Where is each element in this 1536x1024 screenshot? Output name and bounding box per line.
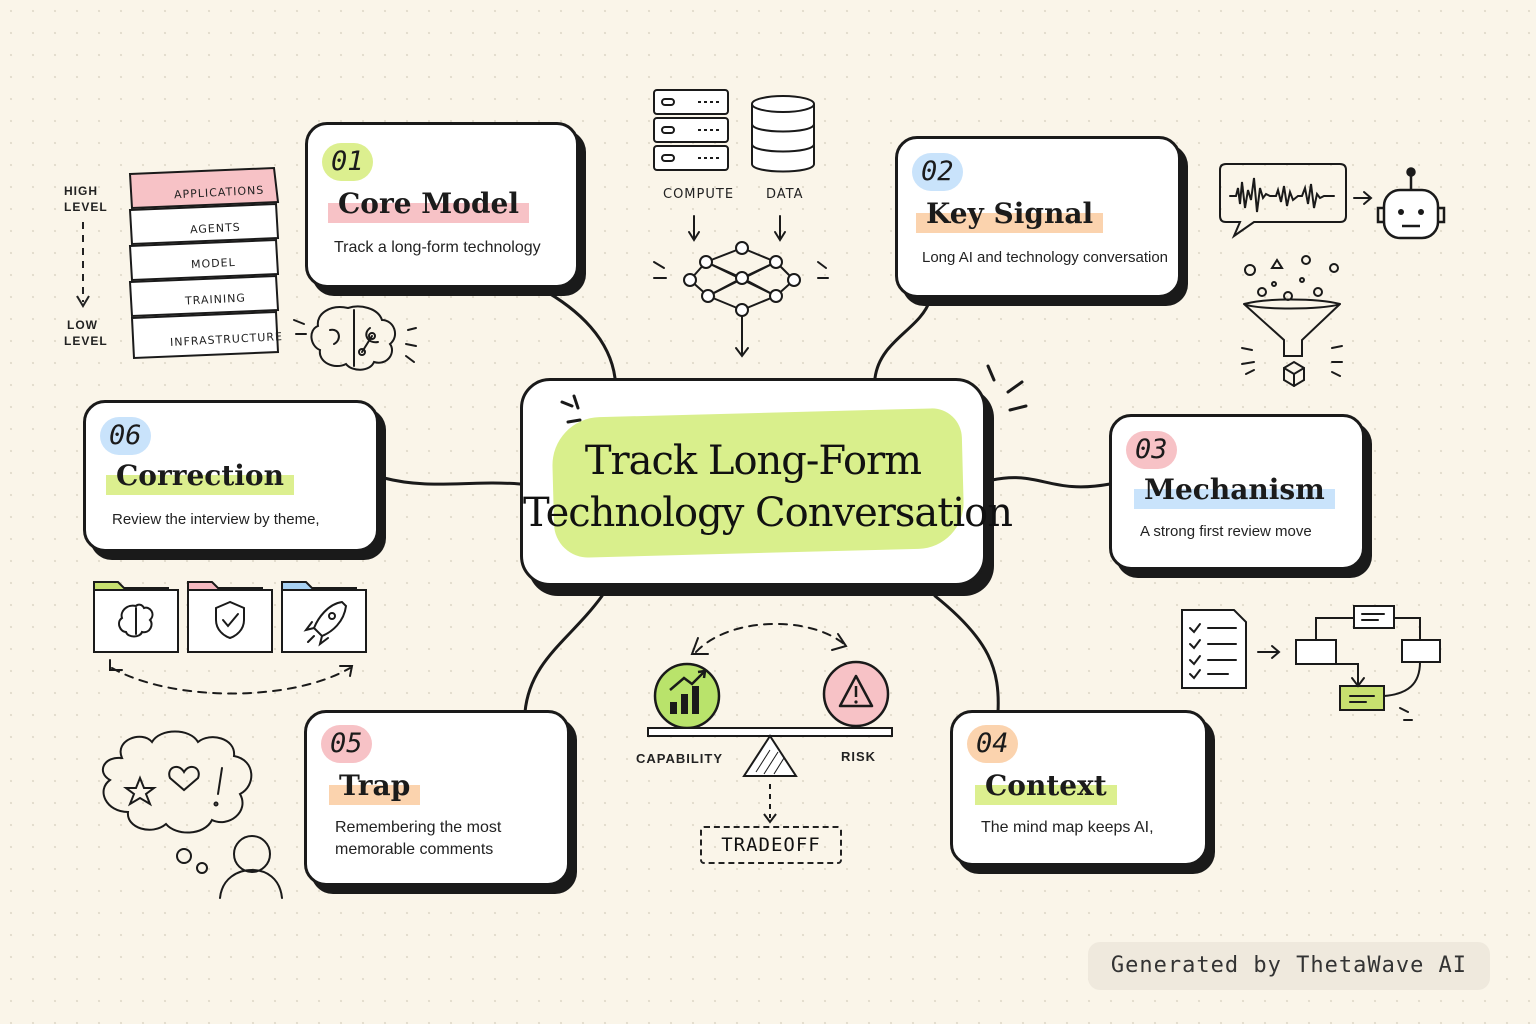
connector-02	[873, 298, 932, 380]
node-title-06: Correction	[106, 459, 294, 495]
data-label: DATA	[766, 187, 804, 202]
central-title-line1: Track Long-Form	[584, 438, 922, 484]
node-number-06: 06	[100, 417, 151, 455]
node-desc-05-line2: memorable comments	[335, 841, 494, 858]
node-number-05: 05	[321, 725, 372, 763]
connector-03	[990, 476, 1112, 489]
waveform-speech-icon	[1219, 163, 1446, 240]
node-card-01[interactable]: 01 Core Model Track a long-form technolo…	[305, 122, 579, 288]
node-title-03: Mechanism	[1134, 473, 1335, 509]
node-number-03: 03	[1126, 431, 1177, 469]
tradeoff-label: TRADEOFF	[700, 826, 842, 864]
watermark: Generated by ThetaWave AI	[1088, 942, 1490, 990]
node-card-03[interactable]: 03 Mechanism A strong first review move	[1109, 414, 1365, 570]
funnel-icon	[1241, 255, 1343, 388]
node-number-04: 04	[967, 725, 1018, 763]
central-topic[interactable]: Track Long-Form Technology Conversation	[520, 378, 1013, 586]
low-level-label-2: LEVEL	[64, 334, 108, 348]
node-desc-04: The mind map keeps AI,	[981, 819, 1154, 836]
node-desc-02: Long AI and technology conversation	[922, 249, 1169, 266]
layer-stack-boxes	[128, 166, 280, 360]
connector-01	[538, 286, 617, 380]
folder-row	[93, 581, 367, 695]
thought-person-icon	[101, 730, 283, 899]
node-card-04[interactable]: 04 Context The mind map keeps AI,	[950, 710, 1208, 866]
central-sparks	[560, 364, 1028, 424]
compute-label: COMPUTE	[663, 187, 735, 202]
node-card-02[interactable]: 02 Key Signal Long AI and technology con…	[895, 136, 1181, 298]
layer-agents: AGENTS	[189, 220, 242, 237]
connector-04	[933, 594, 1000, 714]
node-desc-06: Review the interview by theme,	[112, 511, 320, 528]
low-level-label-1: LOW	[67, 318, 98, 332]
high-level-label-1: HIGH	[64, 184, 98, 198]
node-title-01: Core Model	[328, 187, 529, 223]
node-title-02: Key Signal	[916, 197, 1104, 233]
connector-06	[382, 476, 522, 486]
brain-icon	[293, 305, 417, 371]
connector-05	[523, 594, 604, 714]
checklist-flowchart-icon	[1181, 605, 1441, 721]
layer-model: MODEL	[190, 255, 237, 272]
server-icon	[653, 89, 729, 171]
balance-scale	[647, 623, 893, 824]
node-card-05[interactable]: 05 Trap Remembering the most memorable c…	[304, 710, 570, 886]
node-number-01: 01	[322, 143, 373, 181]
neural-network-icon	[653, 215, 829, 358]
high-level-label-2: LEVEL	[64, 200, 108, 214]
node-title-04: Context	[975, 769, 1117, 805]
node-card-06[interactable]: 06 Correction Review the interview by th…	[83, 400, 379, 552]
node-desc-01: Track a long-form technology	[334, 239, 541, 256]
central-title: Track Long-Form Technology Conversation	[523, 435, 1013, 539]
node-number-02: 02	[912, 153, 963, 191]
central-title-line2: Technology Conversation	[523, 490, 1013, 536]
level-arrow	[76, 222, 90, 308]
capability-label: CAPABILITY	[636, 751, 724, 766]
node-title-05: Trap	[329, 769, 421, 805]
risk-label: RISK	[841, 749, 877, 764]
node-desc-05-line1: Remembering the most	[335, 819, 502, 836]
database-icon	[751, 95, 815, 173]
node-desc-03: A strong first review move	[1140, 523, 1312, 540]
